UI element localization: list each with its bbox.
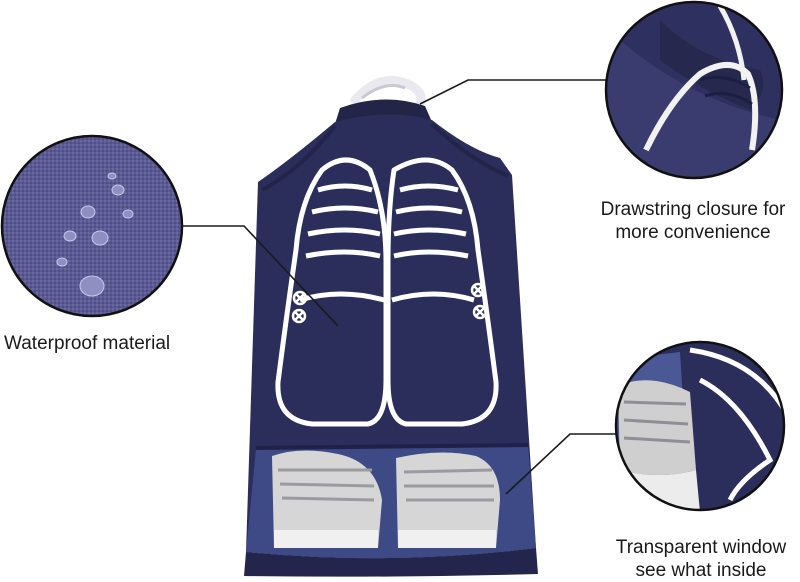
drawstring-rope <box>350 76 426 109</box>
drawstring-caption: Drawstring closure for more convenience <box>590 198 796 244</box>
water-droplets <box>56 172 134 297</box>
sneaker-closeup <box>618 380 696 475</box>
window-label-line1: Transparent window <box>615 537 787 558</box>
sneakers-inside <box>272 450 500 548</box>
window-closeup <box>614 340 786 512</box>
window-caption: Transparent window see what inside <box>606 536 796 582</box>
drawstring-label-line1: Drawstring closure for <box>600 199 786 220</box>
waterproof-closeup <box>0 134 184 318</box>
drawstring-closeup <box>604 0 784 180</box>
eyelet-marks <box>291 282 488 324</box>
shoe-bag <box>244 76 538 577</box>
leader-lines <box>182 79 616 495</box>
shoe-print <box>275 157 499 427</box>
drawstring-label-line2: more convenience <box>615 222 771 243</box>
waterproof-caption: Waterproof material <box>4 332 170 355</box>
waterproof-label: Waterproof material <box>4 333 171 354</box>
window-label-line2: see what inside <box>635 560 767 581</box>
drawstring-cord <box>643 62 759 152</box>
